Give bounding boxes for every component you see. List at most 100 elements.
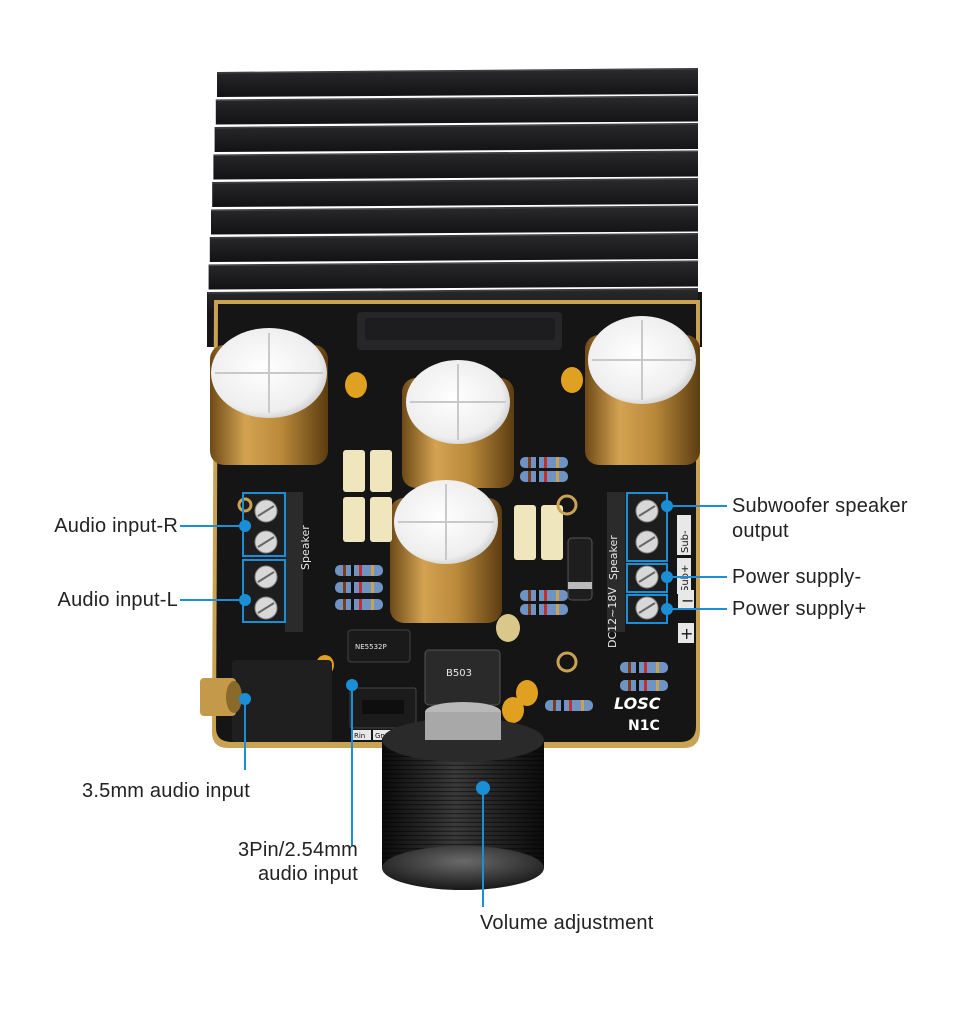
terminal-input [243, 492, 303, 632]
potentiometer: B503 [424, 649, 501, 706]
header-label-bg [373, 730, 392, 740]
resistor-band [569, 700, 572, 711]
pot-code-label: B503 [446, 668, 472, 679]
resistor-band [556, 457, 559, 468]
callout-subwoofer-line2: output [732, 520, 789, 542]
resistor-band [536, 590, 539, 601]
volume-knob [382, 702, 544, 890]
model-label: N1C [628, 718, 660, 734]
dc-voltage-label: DC12~18V [606, 587, 619, 648]
audio-jack-3-5mm [200, 660, 332, 742]
heatsink-fin [213, 150, 698, 180]
resistor-band [644, 662, 647, 673]
screw-slot [638, 602, 656, 614]
callout-dots [239, 500, 673, 795]
resistor-band [561, 700, 564, 711]
resistor-band [536, 471, 539, 482]
minus-sign-label: − [681, 591, 694, 610]
resistor-band [528, 604, 531, 615]
highlight-input-l [242, 559, 286, 623]
heatsink-fin [211, 205, 698, 235]
film-capacitors [343, 450, 563, 560]
diode [567, 537, 593, 601]
resistor-band [351, 599, 354, 610]
heatsink-fin [217, 68, 698, 97]
highlight-subwoofer [626, 492, 668, 562]
resistor-band [343, 565, 346, 576]
resistor-band [536, 604, 539, 615]
heatsink-fin [209, 233, 699, 262]
resistor-band [351, 582, 354, 593]
resistor-band [359, 599, 362, 610]
heatsink-fin-edge [215, 96, 699, 101]
sub-plus-label: Sub+ [680, 565, 691, 592]
brand-logo-text: LOSC [614, 694, 661, 713]
resistor-band [371, 565, 374, 576]
resistor-band [536, 457, 539, 468]
capacitor-right [585, 316, 700, 465]
header-label-bg [352, 730, 371, 740]
resistor-band [528, 471, 531, 482]
heatsink-fin [212, 178, 698, 207]
callout-volume-adjustment: Volume adjustment [480, 912, 654, 934]
resistor-band [581, 700, 584, 711]
screw-slot [257, 536, 275, 548]
speaker-label-left: Speaker [299, 525, 312, 570]
heatsink-fin [215, 95, 699, 125]
resistor-band [351, 565, 354, 576]
resistor-band [359, 582, 362, 593]
heatsink-fin-edge [208, 261, 699, 266]
header-label: Rin [354, 732, 365, 740]
callout-audio-input-l: Audio input-L [57, 589, 178, 611]
callout-subwoofer-line1: Subwoofer speaker [732, 495, 908, 517]
resistor-band [656, 680, 659, 691]
resistor-band [656, 662, 659, 673]
resistor-band [528, 590, 531, 601]
resistor-band [556, 471, 559, 482]
resistor-band [553, 700, 556, 711]
resistor-band [544, 471, 547, 482]
screw-slot [257, 571, 275, 583]
terminal-output [607, 492, 667, 632]
resistor-band [359, 565, 362, 576]
opamp-chip: NE5532P [347, 629, 411, 663]
resistor-band [544, 604, 547, 615]
heatsink-fin-edge [210, 206, 699, 211]
resistor-band [556, 604, 559, 615]
screw-slot [257, 505, 275, 517]
resistor-band [343, 582, 346, 593]
resistor-band [636, 662, 639, 673]
callout-pin-input-line1: 3Pin/2.54mm [237, 839, 358, 861]
heatsink-fin-edge [216, 68, 699, 74]
heatsink-fin [214, 123, 698, 152]
callout-power-supply-plus: Power supply+ [732, 598, 867, 620]
resistor-band [371, 599, 374, 610]
heatsink-fin-edge [214, 123, 699, 129]
chip-label: NE5532P [355, 643, 387, 651]
heatsink-fin-edge [213, 151, 699, 156]
resistor-band [636, 680, 639, 691]
speaker-label-right: Speaker [607, 535, 620, 580]
resistor-band [644, 680, 647, 691]
capacitor-center-top [402, 360, 514, 488]
silkscreen: Speaker Speaker DC12~18V Sub- Sub+ − + L… [237, 494, 694, 734]
resistor-band [628, 662, 631, 673]
screw-slot [638, 536, 656, 548]
callout-pin-input-line2: audio input [257, 863, 358, 885]
heatsink-fin-edge [207, 288, 699, 294]
plus-sign-label: + [680, 624, 693, 643]
capacitor-left [210, 328, 328, 465]
screw-slot [257, 602, 275, 614]
callout-audio-input-r: Audio input-R [54, 515, 178, 537]
heatsink-fin-edge [209, 233, 699, 239]
header-label: Gnd [375, 732, 389, 740]
screw-slot [638, 571, 656, 583]
sub-minus-label: Sub- [680, 530, 691, 553]
resistor-band [528, 457, 531, 468]
resistor-band [544, 457, 547, 468]
resistors [335, 457, 668, 711]
heatsink-fin [208, 260, 698, 290]
callout-3-5mm-audio-input: 3.5mm audio input [82, 780, 250, 802]
